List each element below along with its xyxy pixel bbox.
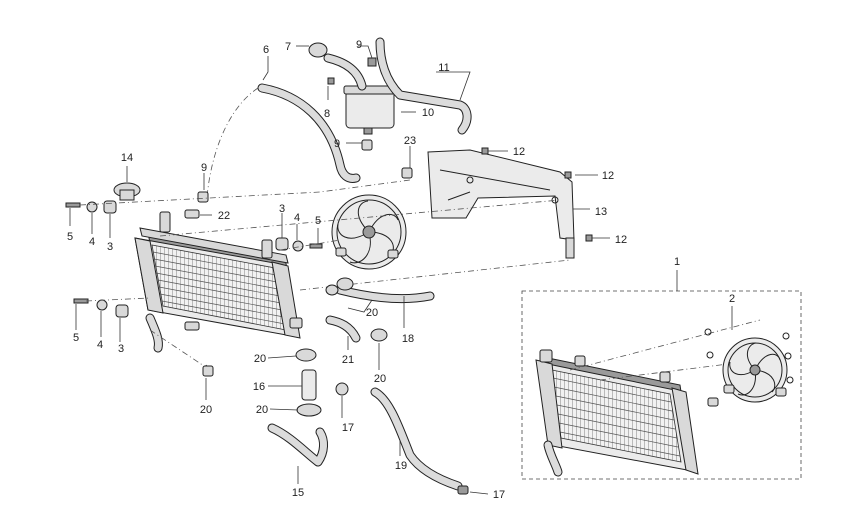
callout-23: 23	[404, 135, 416, 147]
callout-1: 1	[674, 256, 680, 268]
callout-9-top: 9	[356, 39, 362, 51]
callout-20-left: 20	[254, 353, 266, 365]
callout-4-lower-left: 4	[97, 339, 103, 351]
callout-19: 19	[395, 460, 407, 472]
callout-11: 11	[438, 62, 449, 74]
callout-4-upper-left: 4	[89, 236, 95, 248]
radiator-core	[134, 211, 303, 339]
callout-14: 14	[121, 152, 133, 164]
callout-3-lower-left: 3	[118, 343, 124, 355]
callouts: 6 7 9 11 8 10 9 23 12 12 13 12 14 9 22 3…	[67, 39, 735, 501]
callout-15: 15	[292, 487, 304, 499]
callout-7: 7	[285, 41, 291, 53]
callout-9-mid: 9	[334, 138, 340, 150]
callout-6: 6	[263, 44, 269, 56]
assembly-inset-frame	[521, 290, 802, 480]
callout-20-bottom: 20	[256, 404, 268, 416]
callout-12-mid: 12	[602, 170, 614, 182]
callout-22: 22	[218, 210, 230, 222]
callout-21: 21	[342, 354, 354, 366]
callout-16: 16	[253, 381, 265, 393]
mount-hardware-middle	[275, 237, 323, 252]
callout-20-center: 20	[366, 307, 378, 319]
callout-2: 2	[729, 293, 735, 305]
callout-3-upper-mid: 3	[279, 203, 285, 215]
callout-13: 13	[595, 206, 607, 218]
callout-12-low: 12	[615, 234, 627, 246]
callout-17-bottom: 17	[493, 489, 505, 501]
callout-5-lower-left: 5	[73, 332, 79, 344]
callout-3-upper-left: 3	[107, 241, 113, 253]
cooling-fan	[331, 194, 407, 270]
radiator-cap	[113, 182, 141, 201]
callout-4-mid: 4	[294, 212, 300, 224]
callout-12-top: 12	[513, 146, 525, 158]
mount-hardware-lower-left	[73, 298, 129, 318]
fan-shroud	[427, 149, 575, 259]
callout-9-left: 9	[201, 162, 207, 174]
callout-8: 8	[324, 108, 330, 120]
coolant-reservoir	[343, 85, 397, 135]
leader-lines	[69, 45, 733, 495]
callout-20-right: 20	[374, 373, 386, 385]
callout-5-mid: 5	[315, 215, 321, 227]
callout-5-upper-left: 5	[67, 231, 73, 243]
callout-18: 18	[402, 333, 414, 345]
callout-20-lower: 20	[200, 404, 212, 416]
callout-10: 10	[422, 107, 434, 119]
inset-radiator-assembly	[535, 319, 794, 477]
mount-hardware-upper-left	[65, 200, 117, 214]
callout-17-center: 17	[342, 422, 354, 434]
